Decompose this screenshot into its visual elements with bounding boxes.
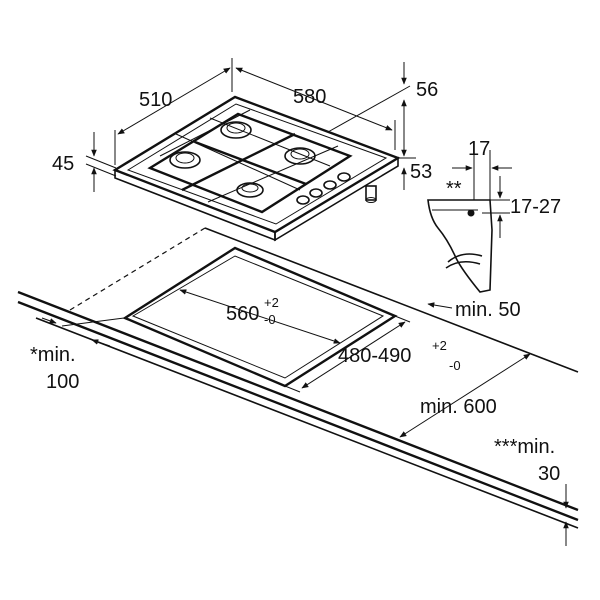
gas-connection [365,185,377,201]
side-clearance-label-line2: 30 [538,463,560,485]
height-53-label: 53 [410,161,432,183]
cutout-width-tolerance-minus: -0 [264,312,276,327]
front-clearance-ref [61,317,125,327]
burner-front-left-cap [175,152,195,164]
bracket-detail [427,199,493,293]
cutout-depth-tolerance-plus: +2 [432,338,447,353]
min-600-label: min. 600 [420,396,497,418]
cutout-depth-ext-left [284,385,301,393]
min-50-leader [427,302,453,309]
knob-2 [309,188,323,198]
countertop [17,227,579,529]
side-clearance-label-line1: ***min. [494,436,555,458]
knob-1 [296,195,310,205]
control-knobs [296,172,351,205]
knob-4 [337,172,351,182]
cutout-depth-tolerance-minus: -0 [449,358,461,373]
front-clearance-label-line2: 100 [46,371,79,393]
burner-front-right [236,182,264,198]
burner-front-right-ring [236,182,264,198]
bracket-break-line-1 [447,253,483,263]
burner-rear-right [284,147,316,165]
gas-hob [112,95,401,242]
countertop-underside [35,317,579,529]
rear-56-label: 56 [416,79,438,101]
depth-580-dimension-line [235,67,393,131]
burner-rear-right-cap [290,148,310,160]
cutout-width-label: 560 [226,303,259,325]
height-45-ext-bottom [85,163,117,177]
bracket-screw-hole [467,209,475,217]
depth-580-label: 580 [293,86,326,108]
cutout-depth-dimension-line [301,321,406,389]
width-510-label: 510 [139,89,172,111]
knob-3 [323,180,337,190]
countertop-wall-edge [204,227,579,373]
grate-rib-3 [175,133,301,191]
cutout-depth-ext-right [394,315,411,323]
height-45-label: 45 [52,153,74,175]
rear-56-ext-line [327,85,411,133]
cutout-inner-edge [131,255,385,379]
countertop-left-hidden-edge [69,227,206,311]
width-510-dimension-line [117,67,231,135]
burner-rear-left-ring [220,121,252,139]
burner-front-left-ring [169,151,201,169]
min-50-label: min. 50 [455,299,521,321]
countertop-front-edge-bottom [17,300,579,522]
burner-front-left [169,151,201,169]
range-17-27-label: 17-27 [510,196,561,218]
cutout-width-dimension-line [179,289,341,344]
cutout-width-tolerance-plus: +2 [264,295,279,310]
cutout-depth-label: 480-490 [338,345,411,367]
bracket-profile [427,199,493,293]
front-clearance-arrow-top [41,317,57,324]
countertop-front-edge-top [17,290,579,512]
bracket-17-label: 17 [468,138,490,160]
bracket-double-star-label: ** [446,178,462,200]
min-600-dimension-line [399,353,531,438]
burner-front-right-cap [241,183,259,193]
bracket-break-line-2 [445,260,481,269]
burner-rear-left [220,121,252,139]
burner-rear-right-ring [284,147,316,165]
front-clearance-label-line1: *min. [30,344,76,366]
grate-rib-2 [207,145,339,203]
grate-cross-bar-1 [194,140,307,186]
gas-connection-end [365,197,377,203]
front-clearance-arrow-bottom [91,339,111,347]
height-45-ext-top [85,155,117,169]
